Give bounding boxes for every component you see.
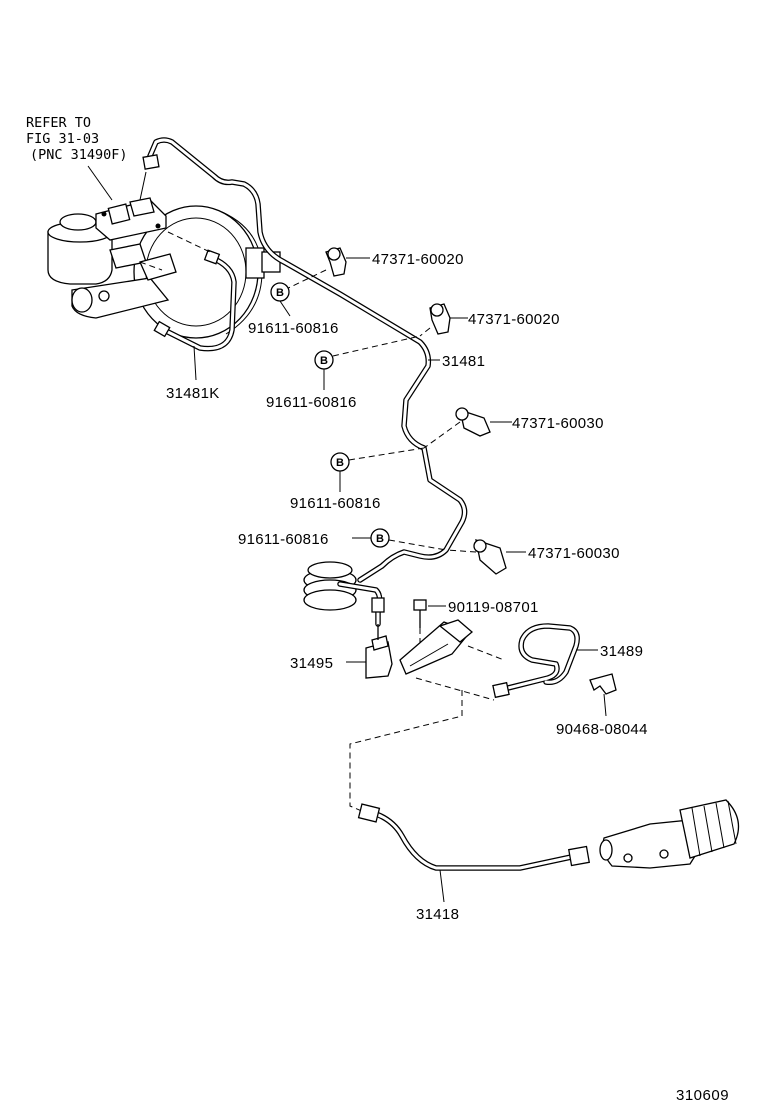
hose-31418 — [349, 690, 591, 903]
label-90119-08701: 90119-08701 — [448, 599, 539, 616]
bracket-31495-assembly — [346, 619, 505, 701]
label-47371-60020-b: 47371-60020 — [468, 311, 560, 328]
label-31481: 31481 — [442, 353, 485, 370]
bolt-marker-b-text: B — [320, 355, 328, 367]
bolt-marker-d-text: B — [376, 533, 384, 545]
label-31481K: 31481K — [166, 385, 220, 402]
clamp-47371-60030-b — [445, 539, 526, 575]
refer-line-1: REFER TO — [26, 115, 91, 131]
part-labels: 47371-60020 91611-60816 47371-60020 3148… — [166, 251, 729, 1104]
clamp-47371-60030-a — [423, 407, 512, 449]
reference-note: REFER TO FIG 31-03 (PNC 31490F) — [26, 115, 128, 201]
label-31489: 31489 — [600, 643, 643, 660]
bolt-marker-c: B — [330, 447, 425, 492]
label-31418: 31418 — [416, 906, 459, 923]
label-47371-60030-b: 47371-60030 — [528, 545, 620, 562]
figure-number: 310609 — [676, 1087, 729, 1104]
release-cylinder — [599, 799, 740, 869]
bolt-marker-d: B — [352, 528, 447, 551]
tube-31489 — [492, 623, 598, 699]
bolt-90119-08701 — [413, 599, 446, 650]
label-90468-08044: 90468-08044 — [556, 721, 648, 738]
bolt-marker-a: B — [270, 282, 291, 317]
label-91611-60816-c: 91611-60816 — [290, 495, 381, 512]
label-91611-60816-b: 91611-60816 — [266, 394, 357, 411]
bolt-marker-b: B — [314, 335, 421, 390]
refer-line-3: (PNC 31490F) — [30, 147, 128, 163]
clip-90468-08044 — [589, 673, 617, 717]
clamp-47371-60020-b — [419, 303, 468, 337]
refer-line-2: FIG 31-03 — [26, 131, 99, 147]
label-47371-60030-a: 47371-60030 — [512, 415, 604, 432]
bolt-marker-c-text: B — [336, 457, 344, 469]
label-91611-60816-d: 91611-60816 — [238, 531, 329, 548]
bolt-marker-a-text: B — [276, 287, 284, 299]
label-91611-60816-a: 91611-60816 — [248, 320, 339, 337]
master-cylinder-booster-assembly — [47, 197, 281, 381]
clutch-line-31481 — [139, 137, 468, 627]
label-31495: 31495 — [290, 655, 333, 672]
label-47371-60020-a: 47371-60020 — [372, 251, 464, 268]
